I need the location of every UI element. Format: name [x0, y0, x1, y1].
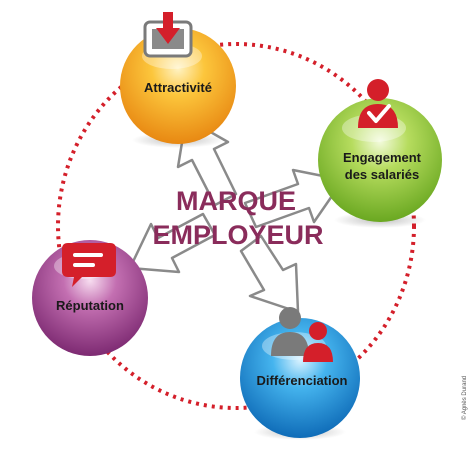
label-reputation: Réputation	[56, 298, 124, 313]
person-check-icon	[358, 79, 398, 128]
arrow-to-differenciation	[239, 234, 300, 314]
download-box-icon	[143, 12, 193, 58]
arrow-to-reputation	[128, 212, 217, 274]
title-line-1: MARQUE	[176, 186, 296, 216]
node-engagement: Engagement des salariés	[318, 79, 442, 228]
node-reputation: Réputation	[32, 240, 148, 356]
sphere-engagement	[318, 98, 442, 222]
two-people-icon	[271, 307, 333, 362]
arrow-to-engagement	[243, 168, 345, 229]
title-line-2: EMPLOYEUR	[152, 220, 323, 250]
node-attractivite: Attractivité	[120, 12, 236, 148]
label-attractivite: Attractivité	[144, 80, 212, 95]
label-differenciation: Différenciation	[256, 373, 347, 388]
photo-credit: © Agnès Durand	[461, 376, 468, 420]
sphere-reputation	[32, 240, 148, 356]
label-engagement-2: des salariés	[345, 167, 419, 182]
node-differenciation: Différenciation	[240, 307, 360, 440]
sphere-differenciation	[240, 318, 360, 438]
speech-bubble-icon	[62, 243, 116, 287]
dashed-ring	[56, 42, 416, 410]
label-engagement-1: Engagement	[343, 150, 422, 165]
